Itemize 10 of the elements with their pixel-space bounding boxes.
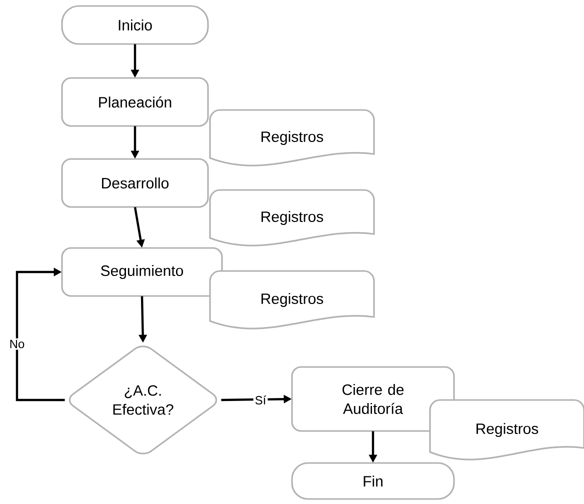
process-box: Desarrollo <box>61 158 209 208</box>
terminal-box: Fin <box>291 462 455 500</box>
process-box: Planeación <box>61 77 209 127</box>
arrow <box>16 268 65 402</box>
terminal-box: Inicio <box>61 5 209 45</box>
process-box: Seguimiento <box>61 247 223 297</box>
process-box: Cierre de Auditoría <box>291 366 455 432</box>
edge-label: No <box>8 338 26 350</box>
node-label: Registros <box>476 423 538 437</box>
edge-label: Sí <box>253 394 268 406</box>
